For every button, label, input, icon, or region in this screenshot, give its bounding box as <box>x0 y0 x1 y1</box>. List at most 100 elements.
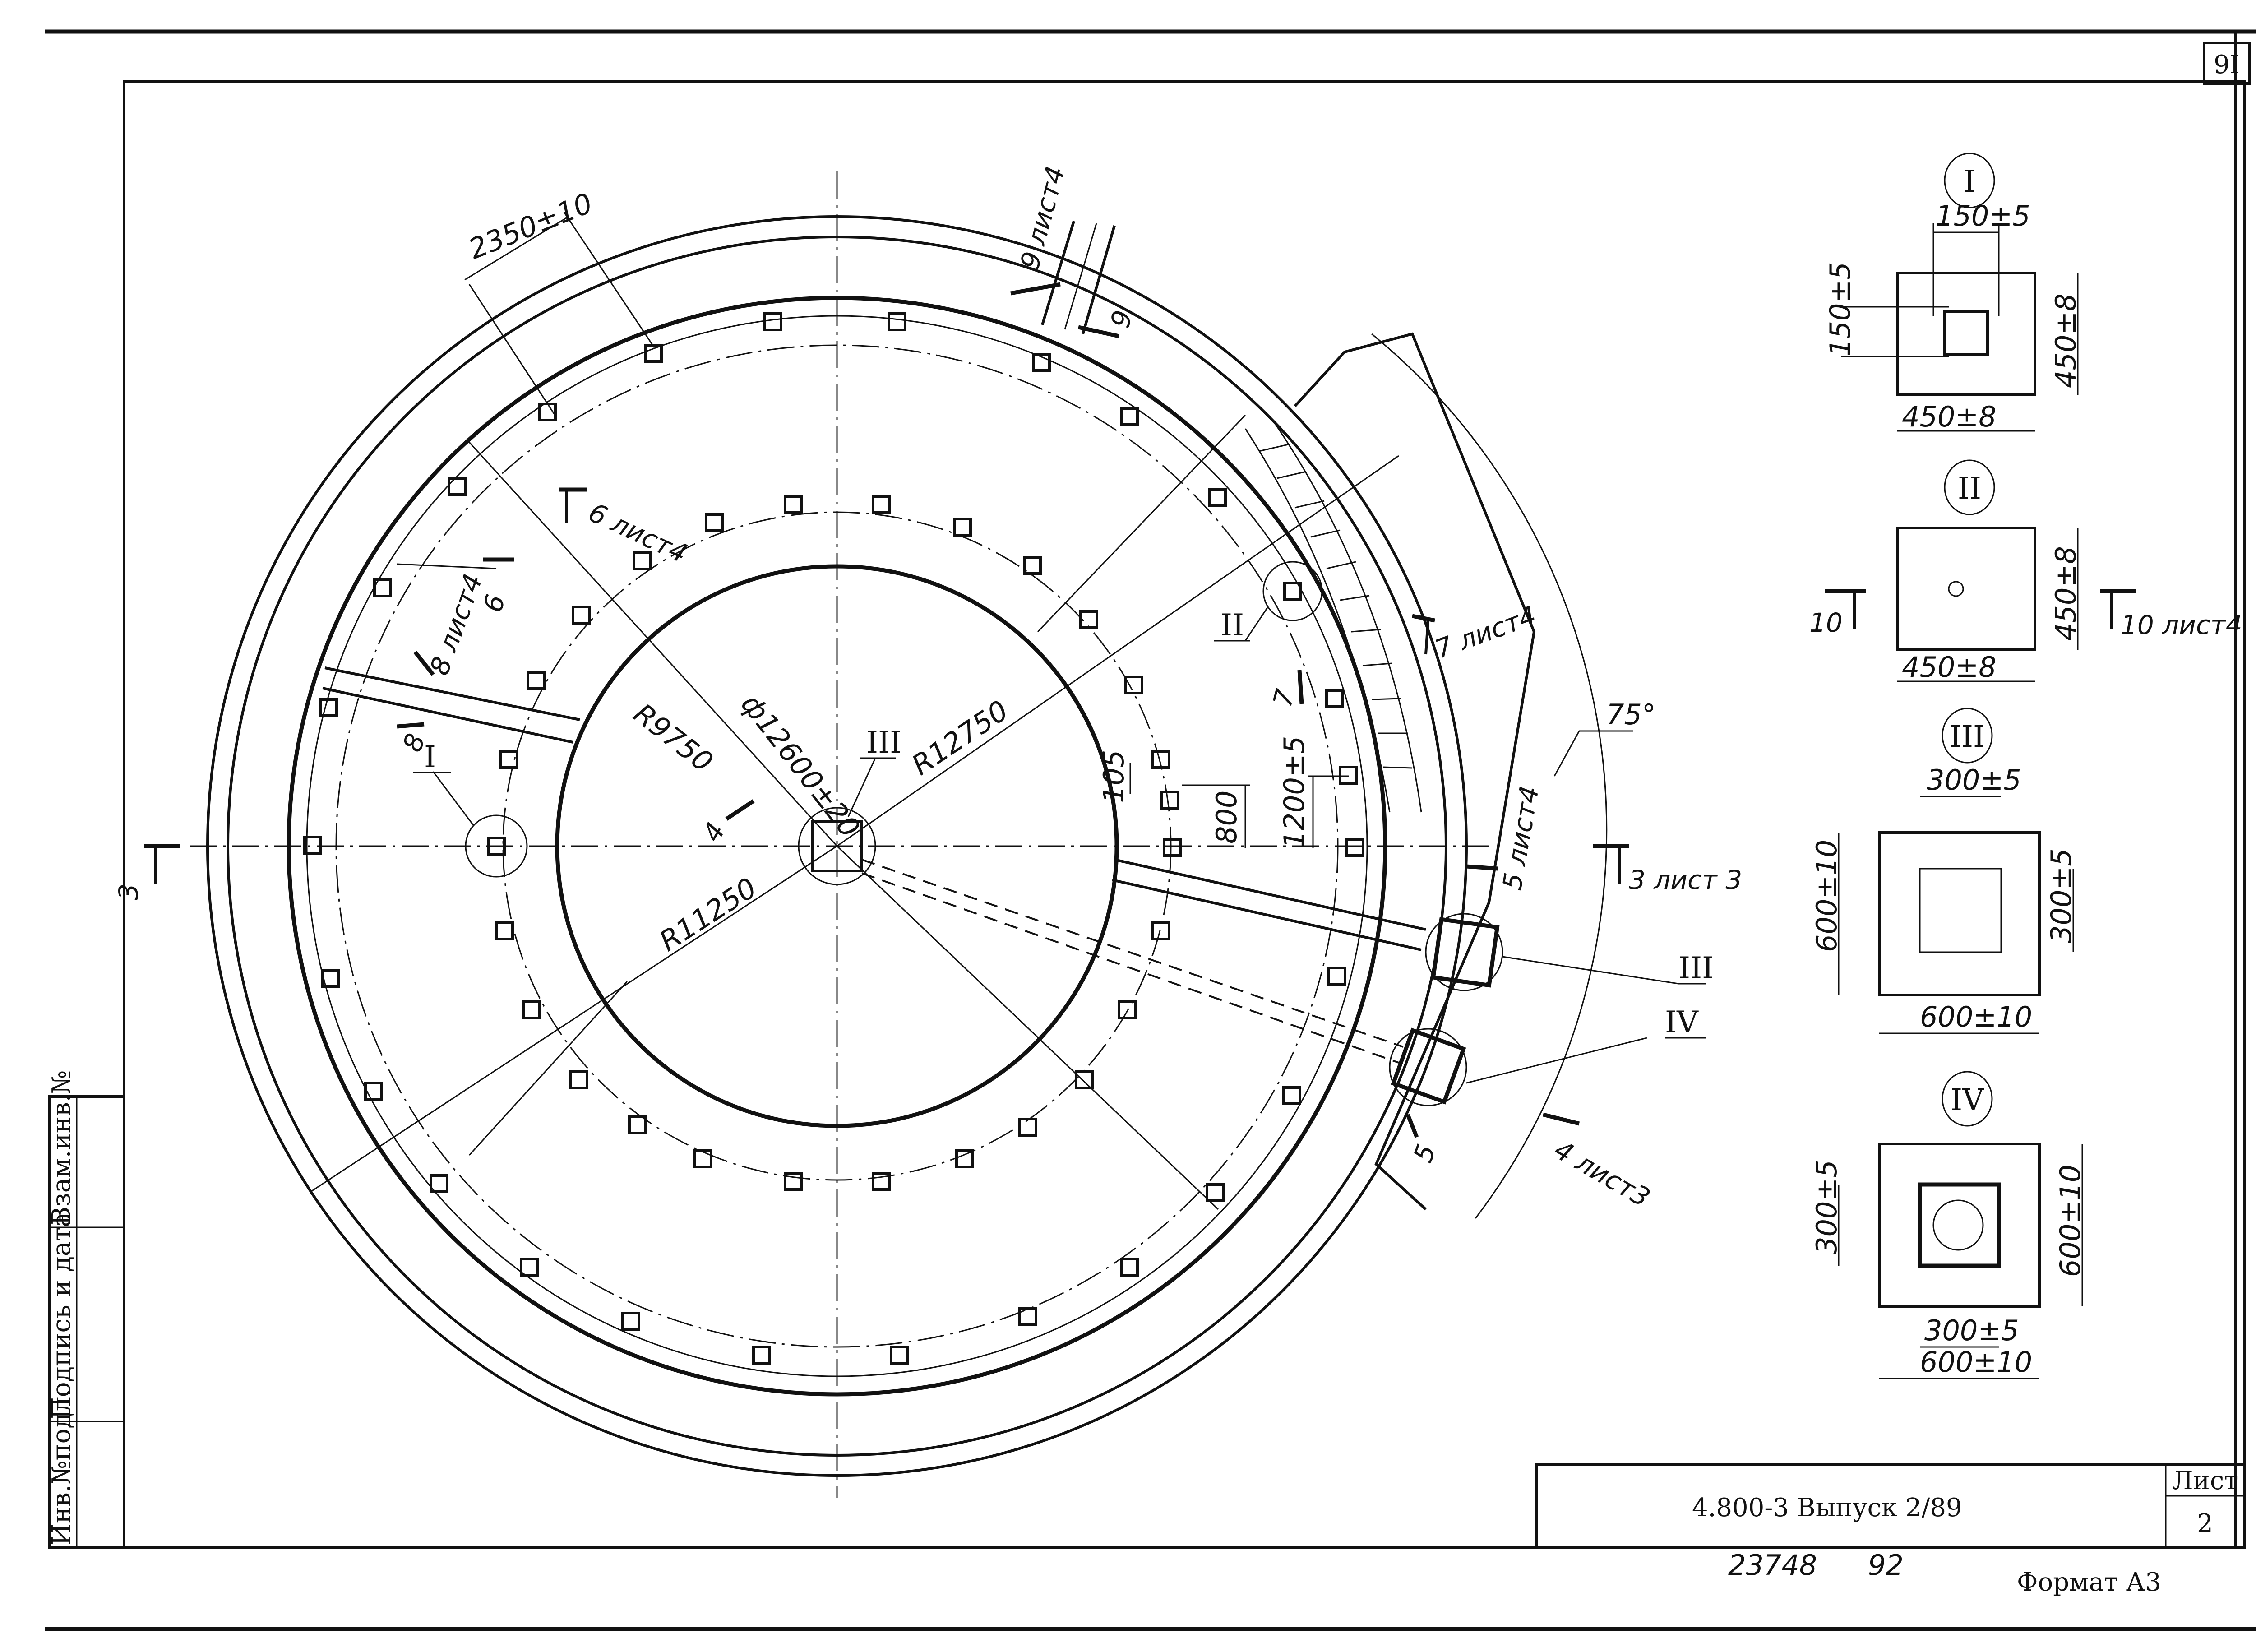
detail-II-hole <box>1948 581 1964 597</box>
column <box>520 1258 539 1277</box>
dim-800: 800 <box>1210 791 1243 844</box>
callout-IV-right: IV <box>1665 1005 1699 1040</box>
top-chute-edge <box>1082 225 1116 334</box>
sheet-number: 2 <box>2197 1509 2213 1538</box>
callout-leader <box>432 771 475 826</box>
top-chute-edge <box>1041 221 1075 325</box>
top-chute-center <box>1064 223 1097 330</box>
radial-line <box>311 845 837 1192</box>
cut-mark <box>1412 614 1435 623</box>
detail-IV-plate <box>1878 1143 2041 1308</box>
outlet-pipe-edge <box>1114 858 1426 931</box>
column <box>1151 921 1170 940</box>
inlet-pipe-edge <box>322 687 573 744</box>
wall-inner <box>306 315 1368 1377</box>
side-stamp: Инв.№подл. Подпись и дата Взам.инв.№ <box>47 1070 125 1549</box>
callout-circle-IV <box>1389 1028 1467 1106</box>
column <box>303 836 322 855</box>
handwritten-number-2: 92 <box>1868 1549 1904 1582</box>
callout-leader <box>1466 1037 1647 1084</box>
cut-mark <box>725 799 755 821</box>
column <box>569 1070 588 1089</box>
column <box>495 921 514 940</box>
column <box>763 312 782 331</box>
angle-leader <box>1553 731 1580 777</box>
callout-III-right: III <box>1678 951 1714 986</box>
detail-III-bottom: 600±10 <box>1920 1000 2032 1033</box>
column <box>1075 1070 1094 1089</box>
column <box>522 1000 541 1019</box>
column <box>633 551 652 570</box>
detail-II-badge <box>1944 459 1995 515</box>
section-4-label: 4 <box>696 817 731 847</box>
callout-I: I <box>424 740 436 774</box>
node-details: I 150±5 150±5 450±8 450±8 II 10 10 лист4… <box>1809 153 2242 1379</box>
reservoir-plan: 75° <box>113 163 1742 1498</box>
column <box>1208 488 1227 507</box>
dimension-line <box>464 216 569 281</box>
column <box>1079 610 1098 629</box>
column <box>1023 556 1042 575</box>
section-9-label: 9 <box>1105 307 1138 331</box>
section-5-label: 5 лист4 <box>1497 783 1545 892</box>
detail-I-column <box>1943 310 1989 356</box>
column <box>888 312 906 331</box>
column <box>872 1172 891 1191</box>
cut-mark <box>1466 864 1498 871</box>
callout-leader <box>1502 956 1679 985</box>
column <box>693 1149 712 1168</box>
detail-IV-right: 600±10 <box>2054 1165 2087 1277</box>
designation: 4.800-3 Выпуск 2/89 <box>1692 1493 1962 1522</box>
radial-line <box>468 981 628 1156</box>
inner-frame <box>123 80 2246 1549</box>
detail-I-top: 150±5 <box>1936 199 2030 232</box>
wall-outer <box>287 296 1387 1397</box>
chamber-IV <box>1391 1027 1466 1105</box>
column <box>784 495 803 514</box>
column <box>448 477 467 496</box>
drain-pipe <box>861 872 1399 1064</box>
column <box>1325 689 1344 708</box>
column <box>784 1172 803 1191</box>
outer-column-axis <box>335 344 1339 1348</box>
detail-III-top: 300±5 <box>1927 764 2021 796</box>
sheet-label: Лист <box>2172 1466 2238 1495</box>
title-block: 4.800-3 Выпуск 2/89 Лист 2 23748 92 Форм… <box>1535 1463 2246 1597</box>
outer-ring-2 <box>227 236 1447 1457</box>
section-7b-label: 7 <box>1267 686 1301 710</box>
section-3-right-label: 3 лист 3 <box>1629 865 1742 895</box>
cut-mark <box>413 651 435 676</box>
extension-line <box>563 212 655 348</box>
detail-III-title: III <box>1950 719 1985 754</box>
column <box>487 837 506 856</box>
callout-circle-I <box>465 814 528 878</box>
detail-III-right: 300±5 <box>2045 848 2078 943</box>
detail-II-plate <box>1896 527 2036 651</box>
section-10-left: 10 <box>1809 607 1843 638</box>
page-number: 9I <box>2214 50 2240 79</box>
dim-1200: 1200±5 <box>1278 736 1311 848</box>
section-10-right: 10 лист4 <box>2121 610 2242 640</box>
inlet-pipe-edge <box>324 666 580 721</box>
column <box>1032 353 1051 372</box>
column <box>1120 1258 1139 1277</box>
column <box>1118 1000 1137 1019</box>
radial-line <box>836 845 1219 1210</box>
section-8-label: 8 лист4 <box>424 570 488 679</box>
format-label: Формат А3 <box>2017 1568 2161 1597</box>
column <box>499 750 518 769</box>
cut-mark <box>1542 1112 1580 1126</box>
outer-ring-1 <box>206 215 1468 1477</box>
column <box>621 1312 640 1331</box>
column <box>1124 676 1143 694</box>
cut-mark <box>1297 670 1304 704</box>
detail-I-right: 450±8 <box>2049 293 2082 388</box>
column <box>705 513 724 532</box>
detail-IV-badge <box>1942 1071 1993 1127</box>
detail-III-left: 600±10 <box>1810 840 1843 952</box>
handwritten-number-1: 23748 <box>1728 1549 1817 1582</box>
cut-mark <box>1078 325 1119 338</box>
column <box>752 1346 771 1365</box>
column <box>1339 766 1358 785</box>
cut-mark <box>1424 620 1429 655</box>
